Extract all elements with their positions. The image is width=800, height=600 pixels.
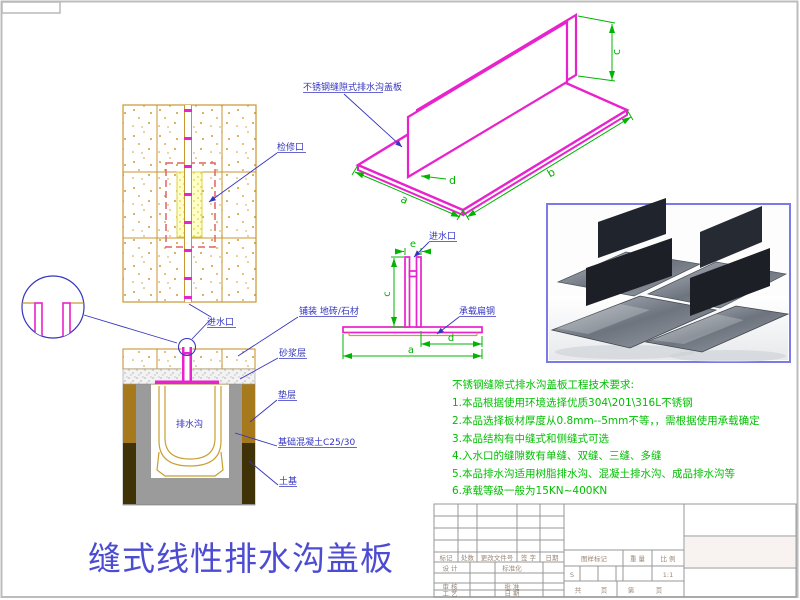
tb-review: 审 核 (442, 582, 458, 591)
product-photo (546, 198, 791, 363)
tb-page: 页 (601, 587, 608, 595)
iso-title-label: 不锈钢缝隙式排水沟盖板 (303, 81, 402, 93)
inspection-port-label: 检修口 (277, 141, 304, 153)
tb-page2: 页 (656, 587, 663, 595)
channel-void (151, 384, 229, 478)
iso-dim-a: a (399, 192, 410, 207)
subgrade-label: 土基 (279, 475, 297, 487)
technical-notes: 不锈钢缝隙式排水沟盖板工程技术要求: 1.本品根据使用环境选择优质304\201… (452, 378, 760, 497)
tb-mark: 标记 (440, 553, 454, 562)
title-block: 标记 处数 更改文件号 签 字 日期 设 计 标准化 审 核 批 准 工 艺 日… (433, 503, 797, 598)
plan-view (122, 104, 257, 303)
tb-s: S (570, 571, 574, 579)
note-4: 4.入水口的缝隙数有单缝、双缝、三缝、多缝 (452, 449, 662, 462)
note-2: 2.本品选择板材厚度从0.8mm--5mm不等，，需根据使用承载确定 (452, 414, 760, 427)
tb-craft: 工 艺 (442, 590, 458, 598)
section-dim-e: e (410, 239, 416, 250)
tb-sign: 签 字 (521, 553, 537, 562)
tb-scale-value: 1:1 (663, 571, 673, 579)
foundation-label: 基础混凝土C25/30 (278, 436, 355, 448)
tb-drawing-mark: 图样标记 (581, 554, 608, 563)
installation-section: 排水沟 (122, 337, 256, 506)
iso-dim-b: b (545, 166, 558, 181)
section-dimensions (342, 248, 483, 359)
inlet-section-label: 进水口 (429, 230, 456, 242)
company-watermark-area (685, 537, 795, 567)
tb-change-no: 更改文件号 (481, 553, 514, 562)
profile-flange (342, 326, 483, 334)
slot-ticks (184, 109, 192, 299)
cushion-label: 垫层 (278, 389, 296, 401)
iso-dim-c: c (610, 49, 623, 55)
tb-date: 日期 (546, 554, 560, 562)
notes-title: 不锈钢缝隙式排水沟盖板工程技术要求: (452, 378, 634, 391)
tb-count: 处数 (461, 553, 475, 562)
tb-no: 第 (628, 586, 635, 595)
tb-approve: 批 准 (504, 582, 520, 591)
iso-dimensions (351, 15, 634, 221)
iso-fin-front (406, 20, 569, 179)
detail-circle (21, 275, 178, 344)
note-1: 1.本品根据使用环境选择优质304\201\316L不锈钢 (452, 396, 693, 409)
isometric-view: a b c d 不锈钢缝隙式排水沟盖板 (303, 13, 634, 221)
tb-standardization: 标准化 (502, 564, 522, 573)
iso-dim-d: d (449, 174, 456, 187)
mortar-label: 砂浆层 (279, 347, 306, 359)
section-dim-a: a (408, 345, 414, 356)
tb-total: 共 (575, 586, 582, 595)
section-profile: e c d a 进水口 承载扁钢 (342, 230, 496, 359)
section-dim-c: c (382, 291, 393, 297)
tb-date2: 日 期 (504, 590, 520, 598)
bearing-flat-steel-label: 承载扁钢 (459, 305, 495, 317)
drain-channel-label: 排水沟 (176, 418, 203, 430)
tb-design: 设 计 (442, 564, 458, 573)
note-3: 3.本品结构有中缝式和侧缝式可选 (452, 432, 610, 445)
main-title: 缝式线性排水沟盖板 (88, 539, 394, 578)
callout-labels: 检修口 进水口 铺装 地砖/石材 砂浆层 垫层 基础混凝土C25/30 土基 (188, 141, 359, 487)
inlet-plan-label: 进水口 (207, 316, 234, 328)
detail-reference-circle (177, 337, 197, 357)
paving-label: 铺装 地砖/石材 (299, 305, 359, 317)
note-5: 5.本品排水沟适用树脂排水沟、混凝土排水沟、成品排水沟等 (452, 467, 736, 480)
corner-box (1, 1, 61, 14)
note-6: 6.承载等级一般为15KN~400KN (452, 484, 607, 497)
tb-weight: 重 量 (630, 555, 646, 563)
tb-scale: 比 例 (660, 554, 675, 563)
section-dim-d: d (448, 333, 454, 344)
